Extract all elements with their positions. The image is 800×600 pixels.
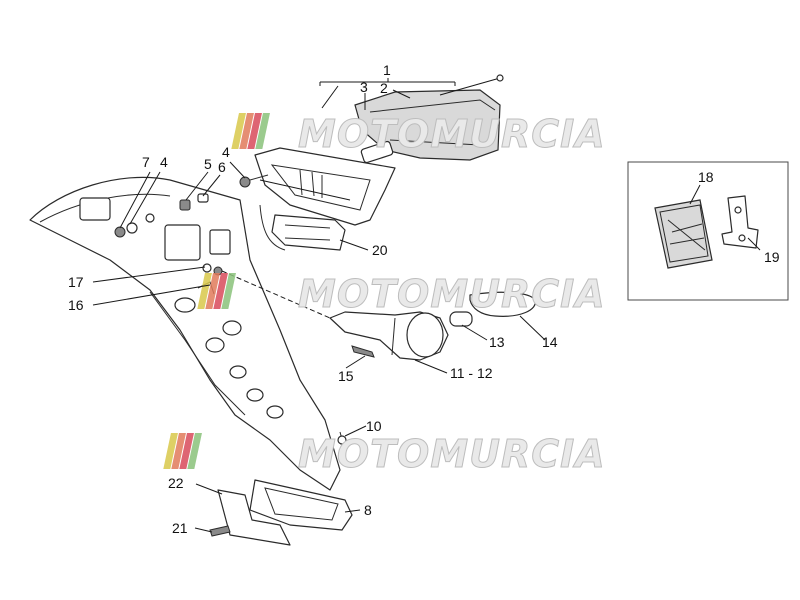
watermark-text: MOTOMURCIA	[298, 432, 606, 476]
watermark-text: MOTOMURCIA	[298, 272, 606, 316]
license-light	[259, 204, 346, 251]
callout-3: 3	[360, 79, 368, 95]
inset-reflector-box	[627, 161, 789, 301]
callout-14: 14	[542, 334, 558, 350]
watermark-text: MOTOMURCIA	[298, 112, 606, 156]
watermark-bottom: MOTOMURCIA	[163, 432, 606, 477]
callout-17: 17	[68, 274, 84, 290]
mudguard-plate-holder	[29, 176, 341, 491]
callout-4-left: 4	[160, 154, 168, 170]
callout-21: 21	[172, 520, 188, 536]
callout-4-right: 4	[222, 144, 230, 160]
callout-1: 1	[383, 62, 391, 78]
callout-19: 19	[764, 249, 780, 265]
light-housing-bracket	[254, 147, 396, 226]
reflector	[654, 199, 713, 269]
callout-11-12: 11 - 12	[450, 365, 493, 381]
callout-15: 15	[338, 368, 354, 384]
callout-labels: 1 2 3 4 4 5 6 7 17 16 20 14 13 11 - 12 1…	[68, 62, 780, 536]
plate-reflector-assembly	[209, 431, 353, 546]
callout-18: 18	[698, 169, 714, 185]
callout-8: 8	[364, 502, 372, 518]
callout-20: 20	[372, 242, 388, 258]
callout-6: 6	[218, 159, 226, 175]
tail-light-assembly	[354, 74, 504, 164]
callout-16: 16	[68, 297, 84, 313]
turn-indicator	[221, 270, 536, 361]
callout-13: 13	[489, 334, 505, 350]
callout-7: 7	[142, 154, 150, 170]
leader-lines	[92, 78, 761, 533]
small-hardware	[114, 174, 269, 295]
callout-10: 10	[366, 418, 382, 434]
watermark-top: MOTOMURCIA	[231, 112, 606, 157]
reflector-bracket	[721, 195, 759, 249]
callout-22: 22	[168, 475, 184, 491]
callout-2: 2	[380, 80, 388, 96]
watermark-middle: MOTOMURCIA	[197, 272, 606, 317]
callout-5: 5	[204, 156, 212, 172]
